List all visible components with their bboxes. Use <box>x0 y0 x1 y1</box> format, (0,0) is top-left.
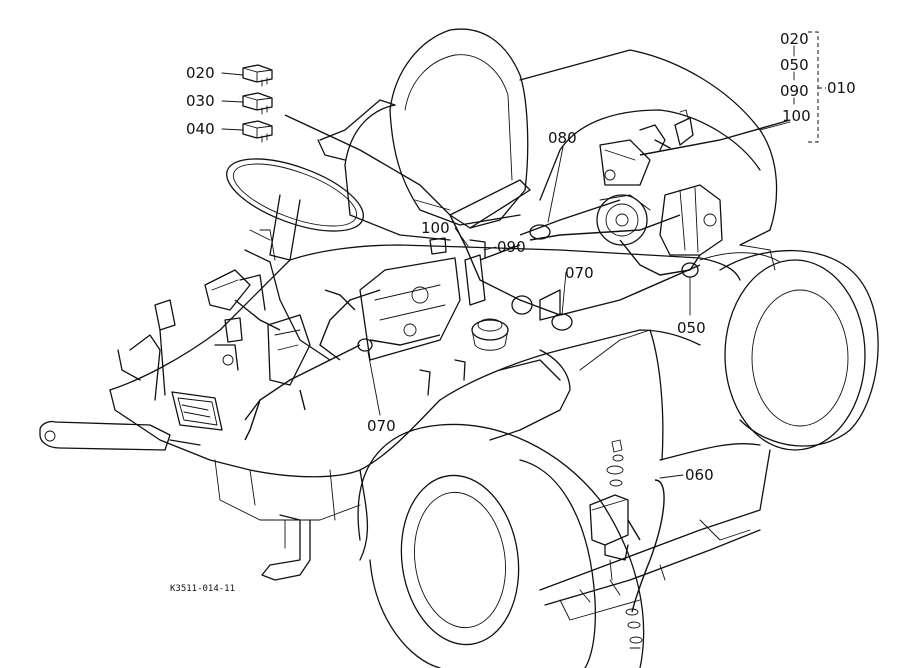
label-040: 040 <box>186 120 215 138</box>
fuse-020 <box>242 64 273 87</box>
engine-bay <box>359 237 561 396</box>
label-050: 050 <box>677 319 706 337</box>
rear-right-wheel <box>357 423 645 668</box>
group-label-090: 090 <box>780 82 809 100</box>
group-label-020: 020 <box>780 30 809 48</box>
rear-left-wheel <box>699 249 879 451</box>
fuse-030 <box>242 92 273 115</box>
figure-code: K3511-014-11 <box>170 584 235 594</box>
group-label-100: 100 <box>782 107 811 125</box>
label-100: 100 <box>421 219 450 237</box>
group-bracket <box>793 31 826 143</box>
headlight <box>171 391 223 431</box>
label-080: 080 <box>548 129 577 147</box>
label-070-lower: 070 <box>367 417 396 435</box>
seat <box>317 28 531 241</box>
instrument-panels <box>204 269 311 386</box>
label-030: 030 <box>186 92 215 110</box>
label-020: 020 <box>186 64 215 82</box>
leader-lines <box>221 72 791 479</box>
relay-box <box>589 439 643 649</box>
group-label-010: 010 <box>827 79 856 97</box>
wiring-harness <box>234 114 791 613</box>
group-label-050: 050 <box>780 56 809 74</box>
label-070-upper: 070 <box>565 264 594 282</box>
alternator-starter <box>596 109 723 256</box>
fuse-040 <box>242 120 273 143</box>
label-060: 060 <box>685 466 714 484</box>
front-axle <box>39 299 311 581</box>
label-090: 090 <box>497 238 526 256</box>
